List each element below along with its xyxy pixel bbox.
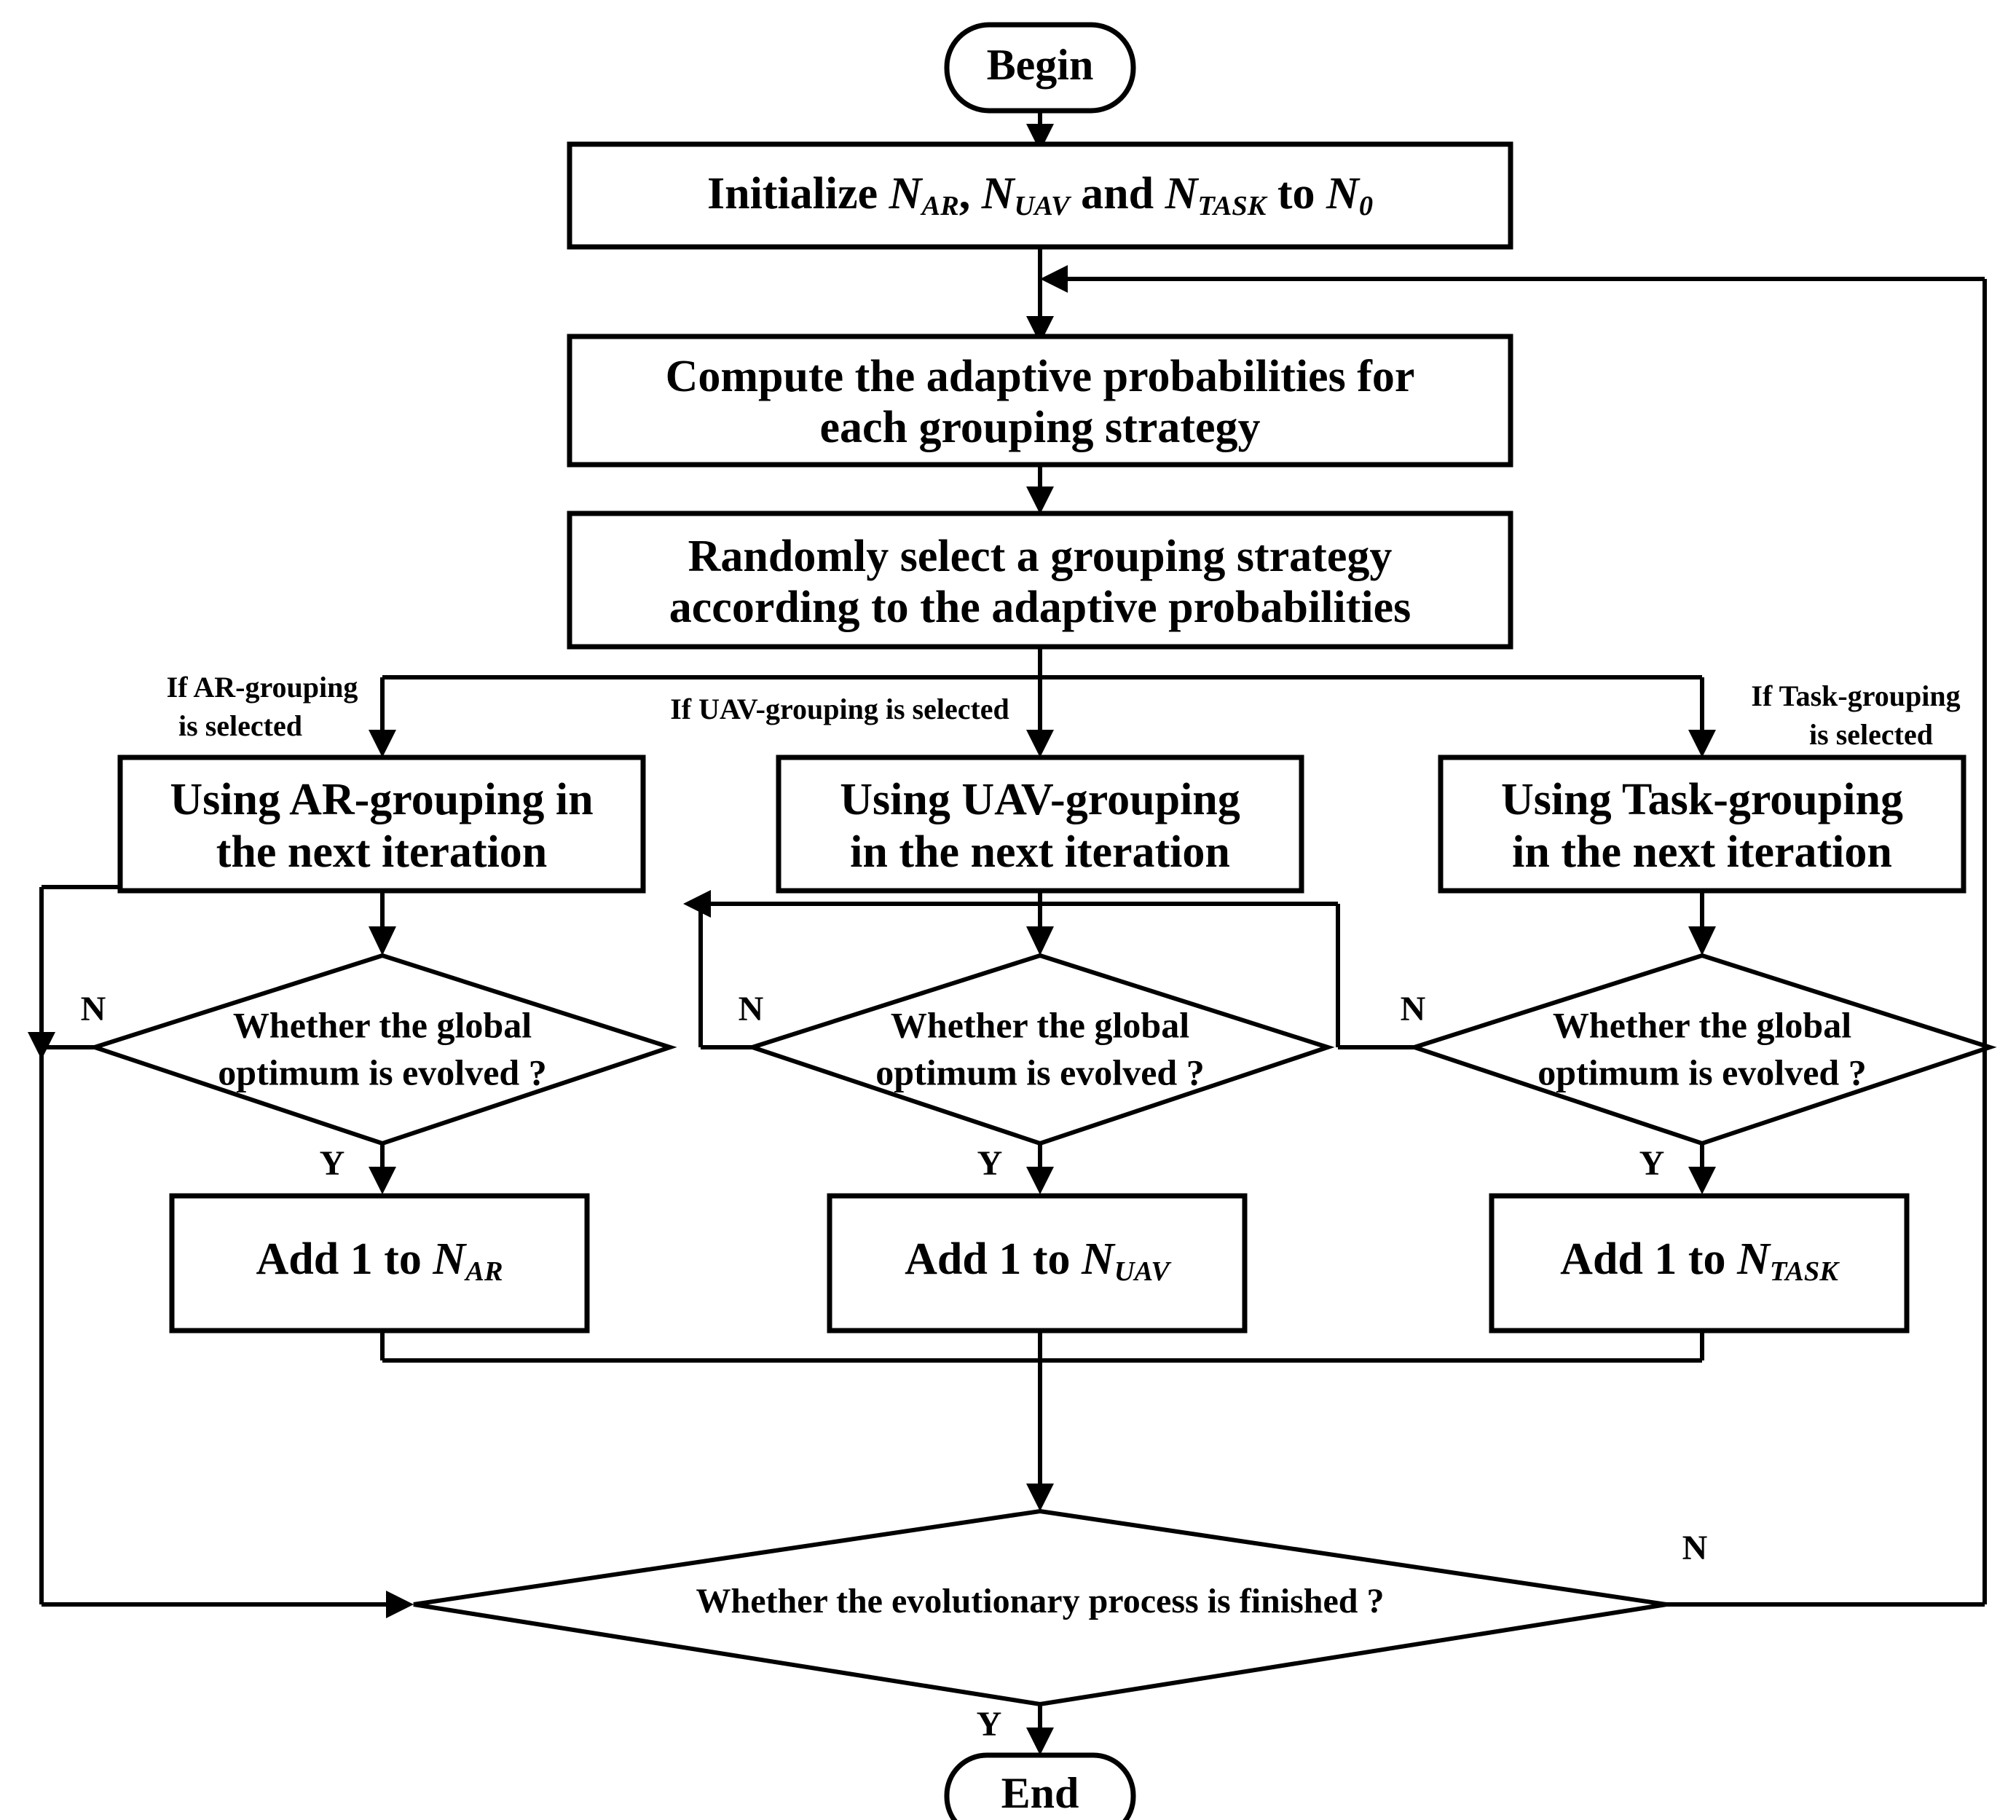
compute-label-line2: each grouping strategy <box>819 403 1260 452</box>
initialize-shape <box>567 141 1513 250</box>
add-uav-label: Add 1 to NUAV <box>905 1234 1172 1287</box>
decision-uav-yes-label: Y <box>977 1144 1003 1183</box>
arrowhead-feedback-into-trunk <box>1040 265 1068 293</box>
node-add-ar[interactable]: Add 1 to NAR <box>169 1193 590 1334</box>
node-decision-uav[interactable]: Whether the global optimum is evolved ? <box>745 953 1335 1146</box>
node-compute-probabilities[interactable]: Compute the adaptive probabilities for e… <box>567 334 1513 468</box>
node-add-uav[interactable]: Add 1 to NUAV <box>827 1193 1248 1334</box>
decision-task-label-line1: Whether the global <box>1553 1004 1851 1045</box>
ar-group-shape <box>117 755 646 894</box>
node-decision-task[interactable]: Whether the global optimum is evolved ? <box>1407 953 1997 1146</box>
decision-task-yes-label: Y <box>1639 1144 1665 1183</box>
begin-shape <box>944 22 1136 114</box>
arrowhead-task-group-to-decision <box>1688 926 1716 956</box>
add-ar-label: Add 1 to NAR <box>256 1234 503 1287</box>
compute-label-line1: Compute the adaptive probabilities for <box>666 352 1415 401</box>
decision-task-no-label: N <box>1401 990 1426 1028</box>
compute-shape <box>567 334 1513 468</box>
decision-finish-label: Whether the evolutionary process is fini… <box>696 1582 1385 1620</box>
begin-label: Begin <box>987 41 1094 89</box>
node-decision-finish[interactable]: Whether the evolutionary process is fini… <box>413 1508 1667 1707</box>
node-task-grouping[interactable]: Using Task-grouping in the next iteratio… <box>1438 755 1966 894</box>
add-task-label: Add 1 to NTASK <box>1560 1234 1840 1287</box>
arrowhead-left-rail-down <box>28 1032 55 1060</box>
select-shape <box>567 511 1513 650</box>
arrowhead-merge-to-finish <box>1026 1484 1054 1511</box>
task-group-shape <box>1438 755 1966 894</box>
ar-group-label-line1: Using AR-grouping in <box>170 775 593 824</box>
node-ar-grouping[interactable]: Using AR-grouping in the next iteration <box>117 755 646 894</box>
arrowhead-decision-ar-yes <box>369 1167 396 1194</box>
decision-finish-shape <box>413 1508 1667 1707</box>
edge-label-ar-branch-line1: If AR-grouping <box>167 671 358 704</box>
arrowhead-bus-to-uav-group <box>1026 730 1054 757</box>
task-group-label-line1: Using Task-grouping <box>1501 775 1903 824</box>
decision-finish-yes-label: Y <box>977 1705 1002 1744</box>
decision-ar-shape <box>87 953 677 1146</box>
edge-label-uav-branch: If UAV-grouping is selected <box>670 693 1009 725</box>
node-initialize[interactable]: Initialize NAR, NUAV and NTASK to N0 <box>567 141 1513 250</box>
node-add-task[interactable]: Add 1 to NTASK <box>1489 1193 1910 1334</box>
add-ar-shape <box>169 1193 590 1334</box>
uav-group-label-line1: Using UAV-grouping <box>840 775 1240 824</box>
decision-ar-yes-label: Y <box>320 1144 345 1183</box>
decision-uav-no-label: N <box>739 990 764 1028</box>
decision-task-shape <box>1407 953 1997 1146</box>
end-label: End <box>1001 1769 1079 1817</box>
arrowhead-initialize-to-compute <box>1026 316 1054 344</box>
decision-uav-shape <box>745 953 1335 1146</box>
arrowhead-finish-yes <box>1026 1728 1054 1755</box>
node-select-strategy[interactable]: Randomly select a grouping strategy acco… <box>567 511 1513 650</box>
add-uav-shape <box>827 1193 1248 1334</box>
node-end[interactable]: End <box>944 1752 1136 1820</box>
uav-group-label-line2: in the next iteration <box>850 827 1230 877</box>
edge-label-ar-branch-line2: is selected <box>178 709 302 742</box>
add-task-shape <box>1489 1193 1910 1334</box>
uav-group-shape <box>776 755 1304 894</box>
select-label-line1: Randomly select a grouping strategy <box>688 532 1393 581</box>
arrowhead-compute-to-select <box>1026 486 1054 514</box>
decision-uav-label-line2: optimum is evolved ? <box>875 1052 1204 1092</box>
arrowhead-begin-to-initialize <box>1026 124 1054 151</box>
arrowhead-left-rail-into-finish <box>386 1591 414 1618</box>
arrowhead-uav-group-to-decision <box>1026 926 1054 956</box>
arrowhead-uav-return-left <box>683 890 711 918</box>
end-shape <box>944 1752 1136 1820</box>
node-uav-grouping[interactable]: Using UAV-grouping in the next iteration <box>776 755 1304 894</box>
node-begin[interactable]: Begin <box>944 22 1136 114</box>
ar-group-label-line2: the next iteration <box>216 827 548 877</box>
arrowhead-bus-to-task-group <box>1688 730 1716 757</box>
arrowhead-bus-to-ar-group <box>369 730 396 757</box>
arrowhead-ar-group-to-decision <box>369 926 396 956</box>
arrowhead-decision-task-yes <box>1688 1167 1716 1194</box>
edge-label-task-branch-line1: If Task-grouping <box>1751 679 1960 712</box>
edge-label-task-branch-line2: is selected <box>1809 718 1933 751</box>
decision-ar-label-line1: Whether the global <box>233 1004 532 1045</box>
select-label-line2: according to the adaptive probabilities <box>669 583 1411 632</box>
initialize-label: Initialize NAR, NUAV and NTASK to N0 <box>707 169 1373 221</box>
decision-finish-no-label: N <box>1682 1529 1708 1567</box>
decision-ar-no-label: N <box>81 990 106 1028</box>
node-decision-ar[interactable]: Whether the global optimum is evolved ? <box>87 953 677 1146</box>
arrowhead-decision-uav-yes <box>1026 1167 1054 1194</box>
decision-ar-label-line2: optimum is evolved ? <box>218 1052 546 1092</box>
decision-uav-label-line1: Whether the global <box>891 1004 1189 1045</box>
task-group-label-line2: in the next iteration <box>1512 827 1892 877</box>
decision-task-label-line2: optimum is evolved ? <box>1537 1052 1866 1092</box>
